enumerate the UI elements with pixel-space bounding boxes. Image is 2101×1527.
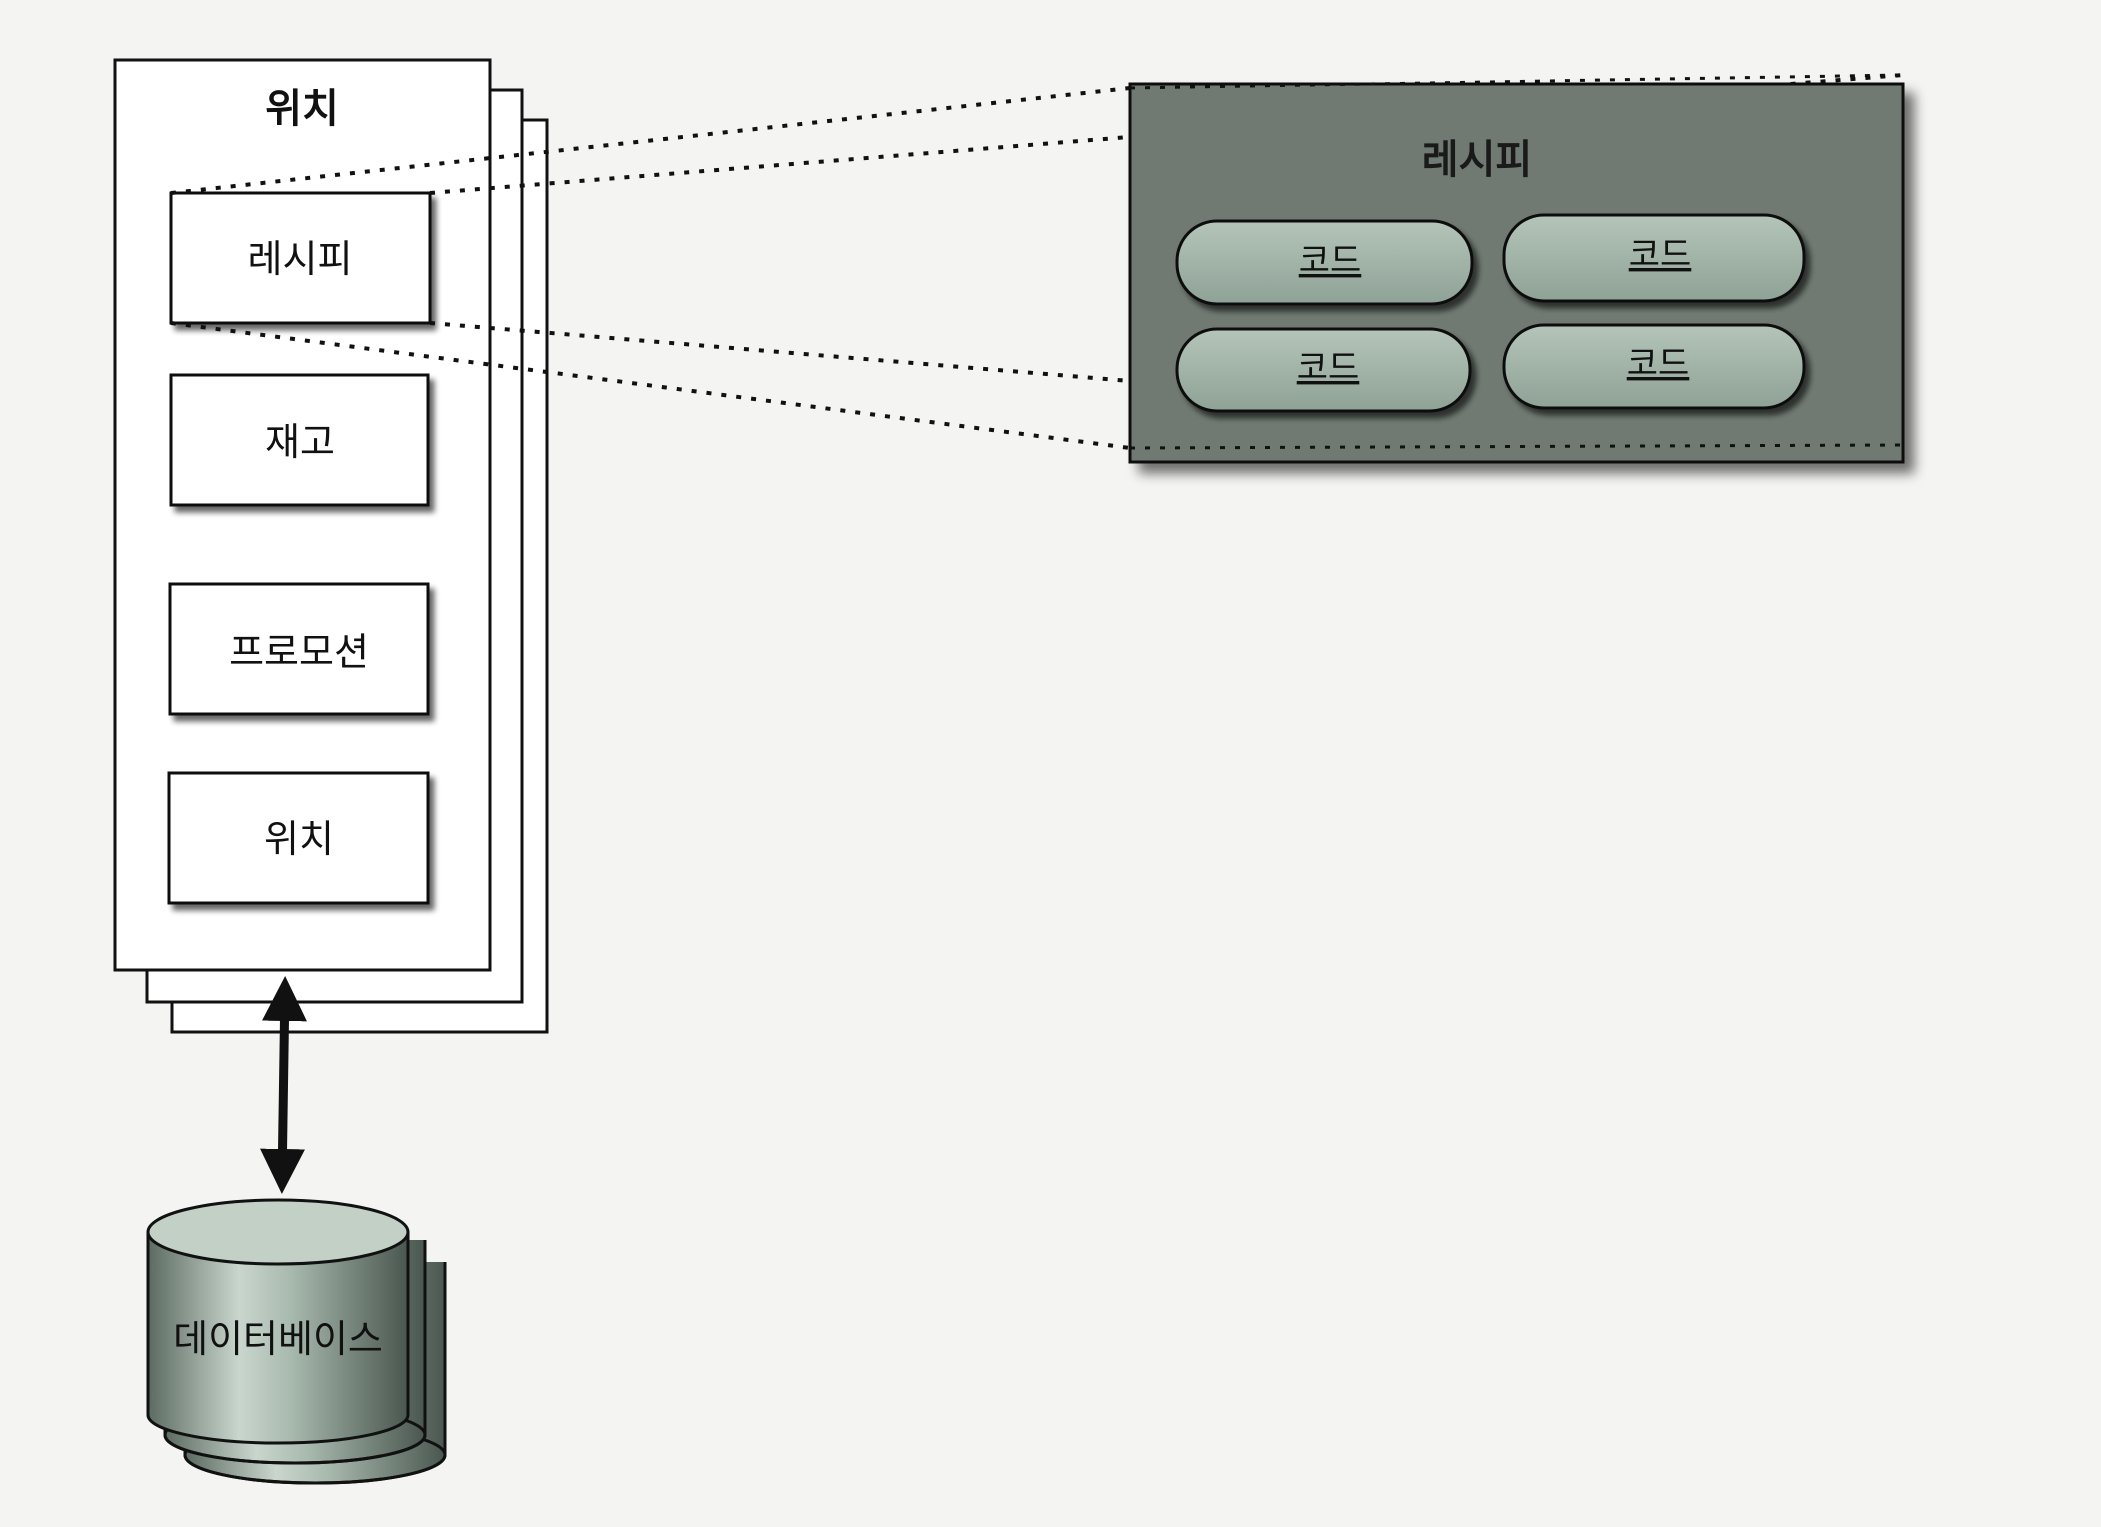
connector-bottom-outer: [170, 321, 1131, 450]
code-pill-3[interactable]: 코드: [1175, 327, 1472, 413]
code-pill-2[interactable]: 코드: [1502, 213, 1806, 303]
code-pill-2-label: 코드: [1629, 235, 1692, 275]
database-label: 데이터베이스: [173, 1317, 383, 1361]
module-location-label: 위치: [264, 817, 334, 861]
code-pill-1-label: 코드: [1299, 241, 1362, 281]
database-top: [146, 1198, 410, 1266]
code-pill-1[interactable]: 코드: [1175, 219, 1474, 306]
code-pill-4[interactable]: 코드: [1502, 323, 1806, 410]
module-recipe[interactable]: 레시피: [169, 191, 432, 325]
connector-top-outer: [170, 86, 1131, 195]
module-recipe-label: 레시피: [248, 237, 353, 281]
database-front: [146, 1232, 410, 1445]
location-panel-title: 위치: [265, 86, 339, 132]
database-cylinder: 데이터베이스: [146, 1198, 447, 1485]
module-promotion[interactable]: 프로모션: [168, 582, 430, 716]
module-location[interactable]: 위치: [167, 771, 430, 905]
recipe-panel-title: 레시피: [1422, 137, 1532, 183]
module-inventory-label: 재고: [265, 420, 335, 464]
code-pill-4-label: 코드: [1627, 344, 1690, 384]
module-inventory[interactable]: 재고: [169, 373, 430, 507]
module-promotion-label: 프로모션: [229, 630, 369, 674]
code-pill-3-label: 코드: [1297, 348, 1360, 388]
db-connection-arrow: [260, 976, 307, 1194]
